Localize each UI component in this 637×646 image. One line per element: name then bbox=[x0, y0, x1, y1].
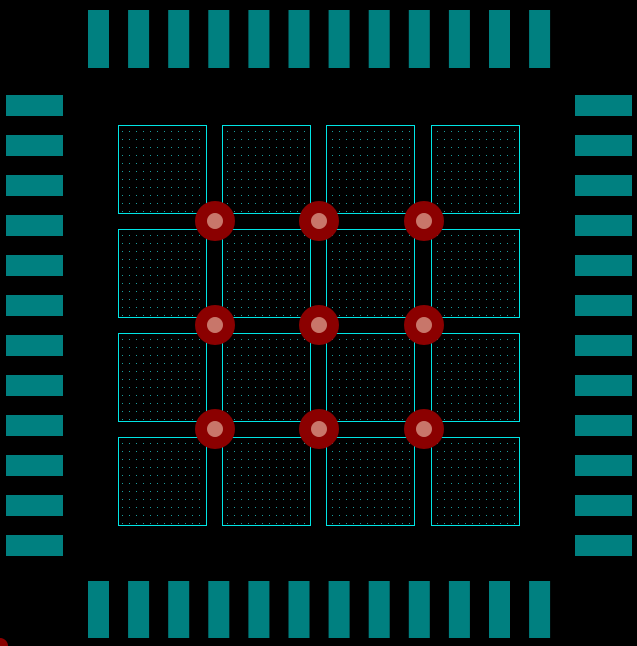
via-hole bbox=[311, 317, 327, 333]
pad-bottom bbox=[288, 581, 310, 638]
via bbox=[195, 305, 235, 345]
via bbox=[195, 409, 235, 449]
pad-top bbox=[328, 10, 350, 68]
pad-left bbox=[6, 455, 63, 476]
paste-window bbox=[431, 437, 520, 526]
via bbox=[299, 305, 339, 345]
via-hole bbox=[207, 421, 223, 437]
pad-top bbox=[168, 10, 190, 68]
pad-left bbox=[6, 95, 63, 116]
pad-top bbox=[529, 10, 551, 68]
paste-window bbox=[118, 125, 207, 214]
via bbox=[195, 201, 235, 241]
via bbox=[299, 201, 339, 241]
pads-left bbox=[6, 95, 63, 556]
pad-left bbox=[6, 175, 63, 196]
pad-top bbox=[489, 10, 510, 68]
pad-top bbox=[208, 10, 230, 68]
paste-window bbox=[431, 229, 520, 318]
pad-left bbox=[6, 375, 63, 396]
via-hole bbox=[207, 213, 223, 229]
pad-bottom bbox=[168, 581, 190, 638]
pad-bottom bbox=[328, 581, 350, 638]
pad-bottom bbox=[489, 581, 510, 638]
paste-window bbox=[118, 437, 207, 526]
pad-right bbox=[575, 175, 632, 196]
via-hole bbox=[416, 421, 432, 437]
via-hole bbox=[311, 421, 327, 437]
offscreen-via bbox=[0, 638, 8, 646]
pad-right bbox=[575, 415, 632, 436]
pad-top bbox=[128, 10, 150, 68]
pads-bottom bbox=[88, 581, 551, 638]
paste-window bbox=[431, 125, 520, 214]
paste-window bbox=[326, 437, 415, 526]
pad-bottom bbox=[368, 581, 390, 638]
paste-window bbox=[222, 333, 311, 422]
pad-bottom bbox=[529, 581, 551, 638]
pad-right bbox=[575, 95, 632, 116]
pad-left bbox=[6, 255, 63, 276]
paste-window bbox=[222, 125, 311, 214]
pad-bottom bbox=[128, 581, 150, 638]
pad-right bbox=[575, 375, 632, 396]
pad-left bbox=[6, 335, 63, 356]
pad-top bbox=[288, 10, 310, 68]
pad-right bbox=[575, 295, 632, 316]
pad-top bbox=[368, 10, 390, 68]
pad-left bbox=[6, 415, 63, 436]
pad-bottom bbox=[448, 581, 470, 638]
pad-top bbox=[248, 10, 270, 68]
pad-right bbox=[575, 495, 632, 516]
paste-window bbox=[326, 333, 415, 422]
paste-window bbox=[118, 333, 207, 422]
pad-bottom bbox=[208, 581, 230, 638]
pad-bottom bbox=[408, 581, 430, 638]
pad-left bbox=[6, 295, 63, 316]
via bbox=[404, 305, 444, 345]
via-hole bbox=[416, 317, 432, 333]
pad-top bbox=[88, 10, 109, 68]
via-hole bbox=[416, 213, 432, 229]
pad-right bbox=[575, 135, 632, 156]
pad-right bbox=[575, 535, 632, 556]
via bbox=[404, 409, 444, 449]
thermal-paste-grid bbox=[118, 125, 520, 526]
via-hole bbox=[207, 317, 223, 333]
pad-bottom bbox=[248, 581, 270, 638]
via bbox=[404, 201, 444, 241]
pad-left bbox=[6, 495, 63, 516]
pads-top bbox=[88, 10, 551, 68]
pad-left bbox=[6, 535, 63, 556]
pad-top bbox=[408, 10, 430, 68]
pads-right bbox=[575, 95, 632, 556]
via-hole bbox=[311, 213, 327, 229]
pad-left bbox=[6, 215, 63, 236]
thermal-vias bbox=[195, 201, 444, 449]
paste-window bbox=[222, 437, 311, 526]
pad-right bbox=[575, 215, 632, 236]
paste-window bbox=[326, 125, 415, 214]
pad-left bbox=[6, 135, 63, 156]
pad-top bbox=[448, 10, 470, 68]
paste-window bbox=[222, 229, 311, 318]
paste-window bbox=[326, 229, 415, 318]
via bbox=[299, 409, 339, 449]
paste-window bbox=[431, 333, 520, 422]
pad-right bbox=[575, 455, 632, 476]
pad-right bbox=[575, 335, 632, 356]
pad-bottom bbox=[88, 581, 109, 638]
paste-window bbox=[118, 229, 207, 318]
pad-right bbox=[575, 255, 632, 276]
